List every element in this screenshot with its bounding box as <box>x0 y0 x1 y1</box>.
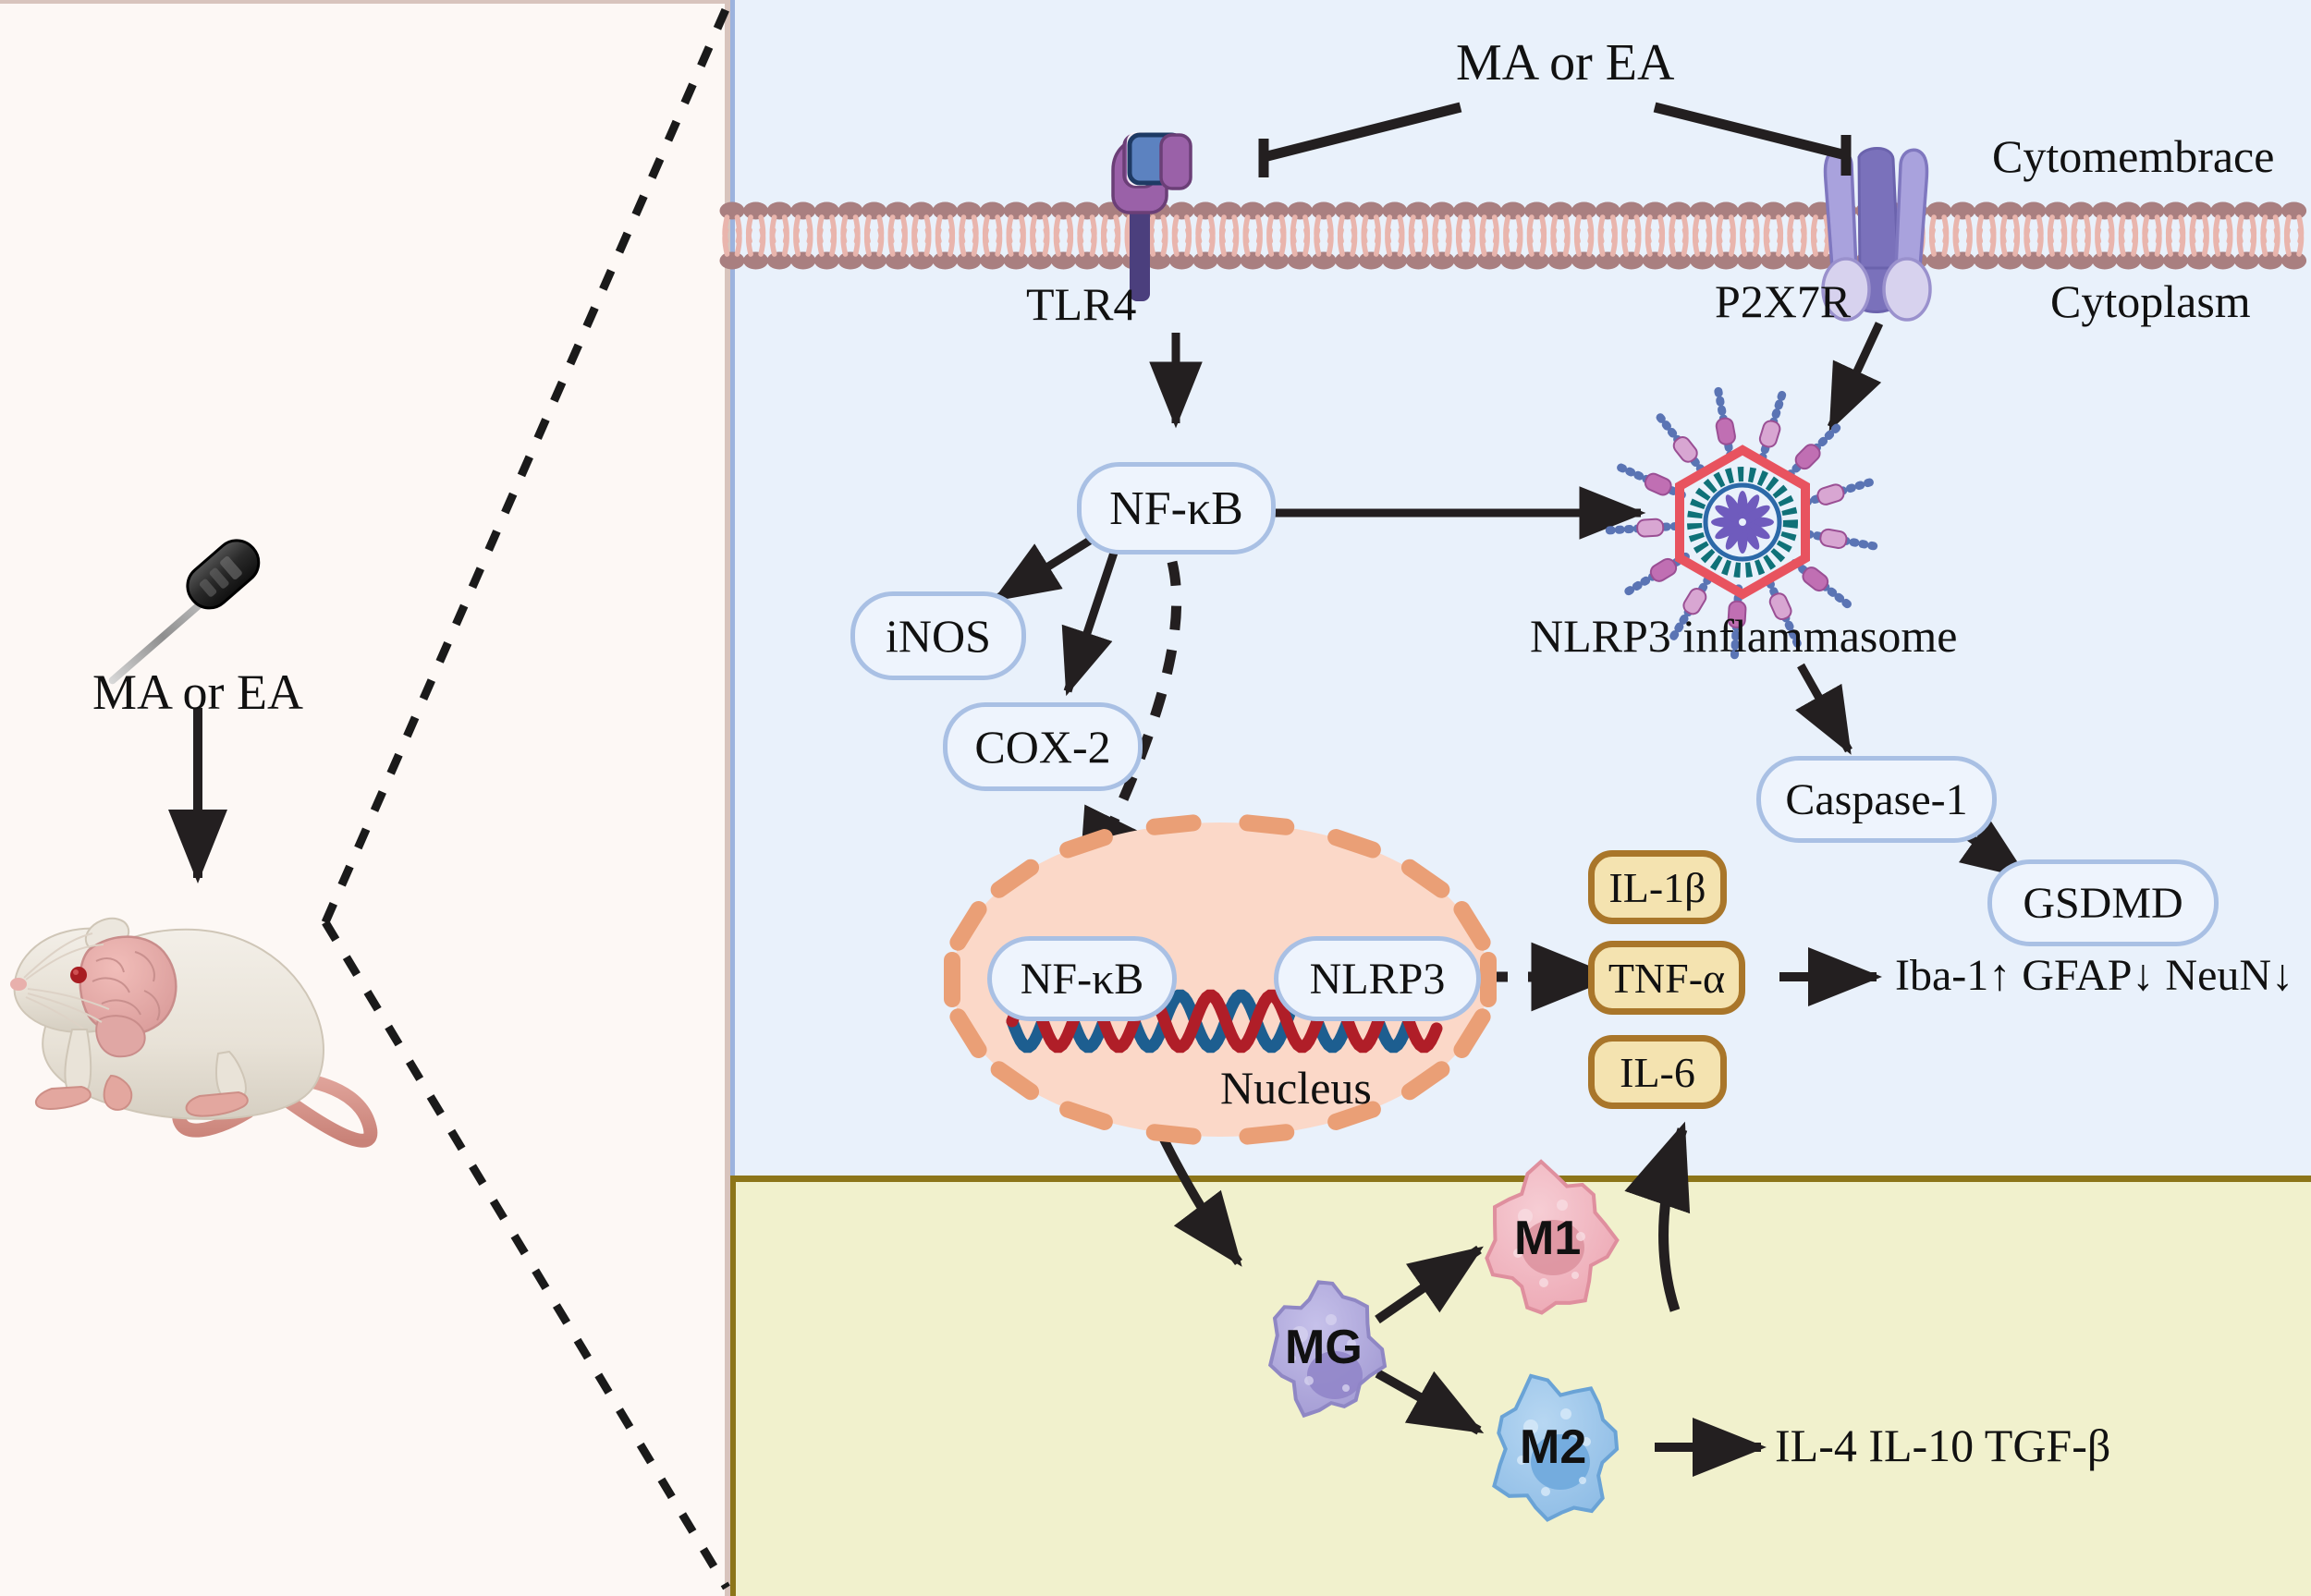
pathway-arrows <box>992 322 2029 1477</box>
mouse-with-brain-icon <box>10 917 378 1148</box>
cytokine-tnfa[interactable]: TNF-α <box>1588 941 1745 1015</box>
lipid-bilayer <box>719 201 2307 270</box>
tlr4-receptor-icon <box>1111 132 1192 301</box>
microglia-m1-icon <box>1485 1159 1620 1315</box>
acupuncture-needle-icon <box>108 539 261 685</box>
zoom-connector-upper <box>321 6 731 924</box>
node-caspase1[interactable]: Caspase-1 <box>1756 756 1997 843</box>
cytokine-il6[interactable]: IL-6 <box>1588 1035 1727 1109</box>
p2x7r-label: P2X7R <box>1715 275 1852 327</box>
glial-markers-label: Iba-1↑ GFAP↓ NeuN↓ <box>1895 951 2294 1000</box>
microglia-mg-icon <box>1267 1280 1388 1419</box>
cytoplasm-label: Cytoplasm <box>2050 275 2251 327</box>
node-nfkb-cytoplasm[interactable]: NF-κB <box>1077 462 1276 554</box>
cell-label-m1: M1 <box>1514 1212 1582 1265</box>
node-gsdmd[interactable]: GSDMD <box>1987 859 2219 946</box>
zoom-connector-lower <box>322 920 730 1590</box>
cell-label-m2: M2 <box>1520 1420 1587 1474</box>
inhibition-arrows <box>1258 102 1852 177</box>
nlrp3-inflammasome-label: NLRP3 inflammasome <box>1530 610 1958 662</box>
nucleus-icon <box>944 814 1497 1145</box>
node-inos[interactable]: iNOS <box>850 591 1026 680</box>
cell-label-mg: MG <box>1285 1321 1363 1374</box>
tlr4-label: TLR4 <box>1026 278 1137 330</box>
microglia-m2-icon <box>1492 1373 1620 1522</box>
node-nfkb-nucleus[interactable]: NF-κB <box>987 936 1177 1021</box>
ma-ea-label-top: MA or EA <box>1456 34 1675 91</box>
node-cox2[interactable]: COX-2 <box>943 702 1143 791</box>
animal-panel <box>0 0 730 1596</box>
left-treatment-label: MA or EA <box>92 664 303 720</box>
cytokine-il1b[interactable]: IL-1β <box>1588 850 1727 924</box>
anti-inflammatory-cytokines-label: IL-4 IL-10 TGF-β <box>1775 1419 2111 1471</box>
node-nlrp3-nucleus[interactable]: NLRP3 <box>1274 936 1481 1021</box>
nlrp3-inflammasome-icon <box>1601 383 1882 664</box>
cytomembrace-label: Cytomembrace <box>1992 130 2275 182</box>
nucleus-label: Nucleus <box>1220 1062 1372 1114</box>
